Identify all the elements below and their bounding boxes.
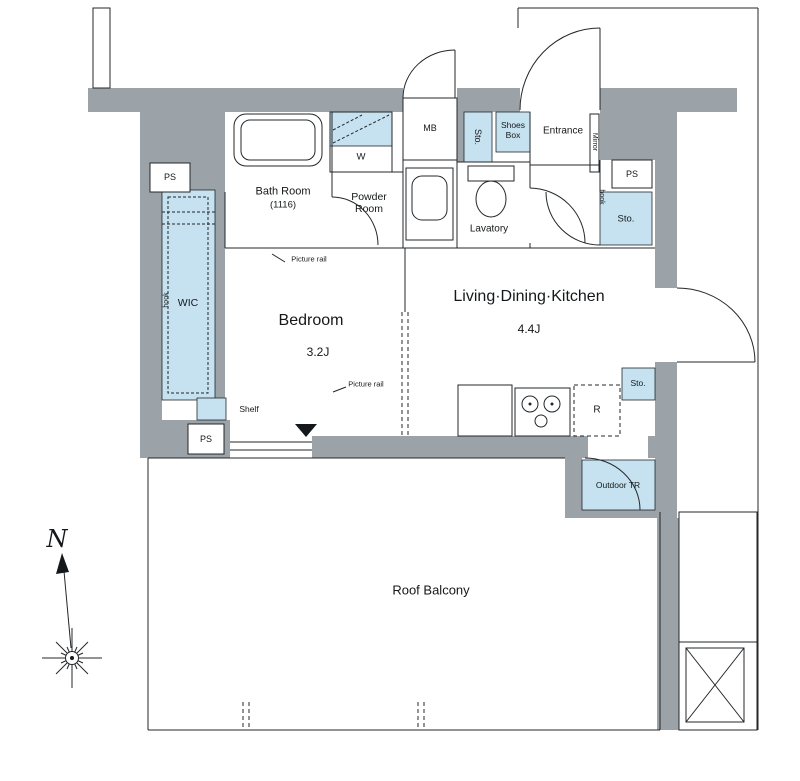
wall-mb-sliver xyxy=(457,112,464,162)
picture-rail-bottom-label: Picture rail xyxy=(348,379,384,389)
fixtures xyxy=(92,7,653,455)
pipe-space-top-left xyxy=(149,162,191,193)
balcony-outline xyxy=(147,7,759,731)
wall-core-strip xyxy=(657,518,679,730)
picture-rail-leader-top xyxy=(271,253,286,263)
north-label: N xyxy=(46,525,68,554)
elevator-shaft xyxy=(685,647,745,723)
compass-arrowhead xyxy=(56,553,69,574)
bedroom-size-label: 3.2J xyxy=(306,345,330,360)
fridge-space xyxy=(573,384,621,437)
stove-burner-dot-2 xyxy=(550,402,554,406)
stove-burner-1 xyxy=(521,395,539,413)
duct-box xyxy=(92,7,111,89)
storage-entrance-box xyxy=(463,111,493,163)
wic-inner-dashed xyxy=(167,196,209,394)
door-swings xyxy=(295,27,756,511)
storage-hall-label: Sto. xyxy=(617,213,635,225)
mirror-label: Mirror xyxy=(591,132,599,152)
stove-burner-2 xyxy=(543,395,561,413)
wic-area xyxy=(161,189,216,401)
compass-rose xyxy=(42,553,102,688)
hook-entrance-label: hook xyxy=(598,189,606,205)
pipe-space-right xyxy=(611,159,653,189)
pipe-space-top-left-label: PS xyxy=(163,171,177,182)
shelf-label: Shelf xyxy=(239,404,259,415)
toilet-bowl xyxy=(475,180,507,218)
meter-box-label: MB xyxy=(423,122,437,133)
wall-tr-left xyxy=(565,458,582,512)
bathtub-outer xyxy=(233,113,323,167)
wall-top-mid xyxy=(457,88,520,112)
ldk-size-label: 4.4J xyxy=(517,322,541,337)
storage-hall-box xyxy=(599,191,653,246)
storage-hall-door-arc xyxy=(545,191,601,246)
room-boundaries xyxy=(224,98,655,451)
building-core xyxy=(678,511,758,731)
compass-needle xyxy=(62,559,72,649)
wall-top-left xyxy=(88,88,403,112)
walls xyxy=(88,88,737,730)
bath-door-arc xyxy=(331,196,379,246)
pipe-space-bottom-left-label: PS xyxy=(199,433,213,444)
washer-hatch-2 xyxy=(332,114,363,131)
entrance-door-arc xyxy=(519,27,601,111)
core-outline xyxy=(678,511,758,731)
mirror-strip xyxy=(589,113,600,173)
washer-outline xyxy=(329,111,393,173)
shelf-box xyxy=(196,397,227,421)
wic-hatching xyxy=(162,196,215,394)
picture-rail-leader-bottom xyxy=(332,386,347,393)
wall-left xyxy=(140,192,162,458)
meter-box xyxy=(402,97,458,161)
wall-tr-bottom xyxy=(565,510,677,518)
storage-ldk-label: Sto. xyxy=(630,378,646,389)
ldk-label: Living·Dining·Kitchen xyxy=(453,287,605,305)
kitchen-sink-unit xyxy=(457,384,513,437)
lavatory-door-arc xyxy=(529,187,586,244)
pipe-space-right-label: PS xyxy=(625,168,639,179)
storage-areas xyxy=(161,111,656,511)
vanity-counter xyxy=(405,167,454,241)
wic-label: WIC xyxy=(177,296,199,309)
stove-burner-dot-1 xyxy=(528,402,532,406)
storage-entrance-label: Sto. xyxy=(473,128,484,146)
roof-balcony-label: Roof Balcony xyxy=(392,582,470,598)
bath-room-label: Bath Room xyxy=(255,185,311,198)
compass-hub-dot xyxy=(70,656,74,660)
shoes-box-label: Shoes Box xyxy=(500,120,526,140)
powder-room-label: Powder Room xyxy=(351,190,387,215)
entrance-label: Entrance xyxy=(542,125,584,137)
right-door-arc xyxy=(676,287,756,363)
storage-ldk-box xyxy=(621,367,656,401)
stove-unit xyxy=(514,387,571,437)
fridge-label: R xyxy=(593,404,601,416)
wall-right-lower xyxy=(655,362,677,518)
outdoor-trunk-door-arc xyxy=(584,457,641,511)
mb-door-arc xyxy=(402,49,456,99)
vanity-bowl xyxy=(411,175,448,221)
toilet-tank xyxy=(467,165,515,182)
bedroom-label: Bedroom xyxy=(278,311,344,329)
wall-bottom xyxy=(312,436,588,458)
lavatory-label: Lavatory xyxy=(469,223,509,235)
pipe-space-bottom-left xyxy=(187,423,225,455)
wall-top-right xyxy=(600,88,737,112)
bath-room-size: (1116) xyxy=(269,199,297,211)
hook-wic-label: hook xyxy=(162,292,170,308)
outdoor-trunk-label: Outdoor TR xyxy=(595,480,641,491)
elevator-cross-2 xyxy=(685,647,745,723)
bathtub-inner xyxy=(240,119,316,161)
stove-burner-3 xyxy=(534,414,548,428)
wall-entrance-right-block xyxy=(600,112,655,160)
picture-rail-top-label: Picture rail xyxy=(291,254,327,264)
washer-hatch-1 xyxy=(332,114,390,144)
wall-right-upper xyxy=(655,112,677,288)
washer-label: W xyxy=(356,151,366,163)
wall-wic-divider xyxy=(215,192,225,436)
terrace-door-marker xyxy=(295,424,317,437)
